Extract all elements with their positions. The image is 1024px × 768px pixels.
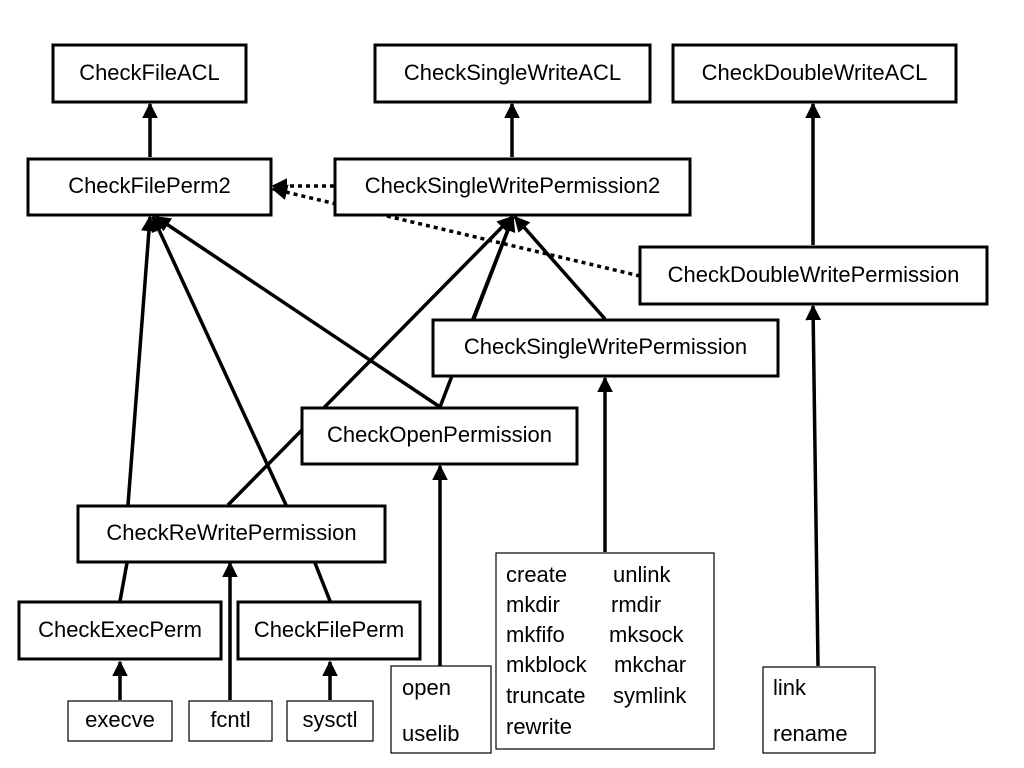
syscall-sysctl: sysctl [286, 700, 374, 742]
node-check-single-write-permission: CheckSingleWritePermission [431, 318, 780, 378]
syscall-group-open: open uselib [390, 665, 492, 754]
syscall-group-single-write: create unlink mkdir rmdir mkfifo mksock … [495, 552, 715, 750]
syscall-execve: execve [67, 700, 173, 742]
syscall-label: mkfifo [506, 622, 565, 647]
edge-execperm-to-rewriteperm [118, 562, 129, 602]
edge-rewriteperm-to-fileperm2 [126, 215, 157, 506]
syscall-label: symlink [613, 683, 687, 708]
edge-fileperm-to-rewriteperm [313, 562, 332, 602]
node-check-open-permission: CheckOpenPermission [300, 406, 579, 466]
syscall-label: mkchar [614, 652, 686, 677]
node-label: CheckSingleWritePermission2 [365, 173, 661, 198]
node-label: CheckOpenPermission [327, 422, 552, 447]
node-check-double-write-permission: CheckDoubleWritePermission [638, 245, 989, 306]
syscall-label: rewrite [506, 714, 572, 739]
node-check-rewrite-permission: CheckReWritePermission [76, 504, 387, 564]
syscall-label: mksock [609, 622, 685, 647]
edge-link-group-to-doublewriteperm [805, 304, 822, 667]
syscall-label: truncate [506, 683, 586, 708]
node-check-file-perm: CheckFilePerm [236, 600, 422, 661]
syscall-label: uselib [402, 721, 459, 746]
syscall-label: rename [773, 721, 848, 746]
edge-rewriteperm-to-singlewriteperm2 [226, 215, 514, 507]
node-check-single-write-acl: CheckSingleWriteACL [373, 43, 652, 104]
syscall-label: fcntl [210, 707, 250, 732]
node-check-single-write-permission2: CheckSingleWritePermission2 [333, 157, 692, 217]
node-check-exec-perm: CheckExecPerm [17, 600, 223, 661]
syscall-group-double-write: link rename [762, 666, 876, 754]
node-label: CheckSingleWritePermission [464, 334, 747, 359]
syscall-label: open [402, 675, 451, 700]
node-label: CheckSingleWriteACL [404, 60, 621, 85]
edge-fileperm-to-fileperm2 [151, 215, 288, 506]
syscall-label: rmdir [611, 592, 661, 617]
syscall-label: sysctl [303, 707, 358, 732]
syscall-label: link [773, 675, 807, 700]
node-check-file-perm2: CheckFilePerm2 [26, 157, 273, 217]
syscall-fcntl: fcntl [188, 700, 273, 742]
edge-singlewriteperm-right-to-singlewriteperm2 [513, 215, 607, 321]
edge-openperm-to-fileperm2 [154, 215, 441, 409]
edge-singlewriteperm-left-to-singlewriteperm2 [471, 215, 516, 320]
syscall-label: mkdir [506, 592, 560, 617]
node-label: CheckFilePerm [254, 617, 404, 642]
node-label: CheckFilePerm2 [68, 173, 231, 198]
node-label: CheckDoubleWritePermission [668, 262, 960, 287]
syscall-label: unlink [613, 562, 671, 587]
node-label: CheckDoubleWriteACL [702, 60, 928, 85]
node-check-double-write-acl: CheckDoubleWriteACL [671, 43, 958, 104]
node-check-file-acl: CheckFileACL [51, 43, 248, 104]
syscall-label: mkblock [506, 652, 588, 677]
node-label: CheckExecPerm [38, 617, 202, 642]
node-label: CheckFileACL [79, 60, 220, 85]
node-label: CheckReWritePermission [106, 520, 356, 545]
syscall-label: execve [85, 707, 155, 732]
syscall-label: create [506, 562, 567, 587]
